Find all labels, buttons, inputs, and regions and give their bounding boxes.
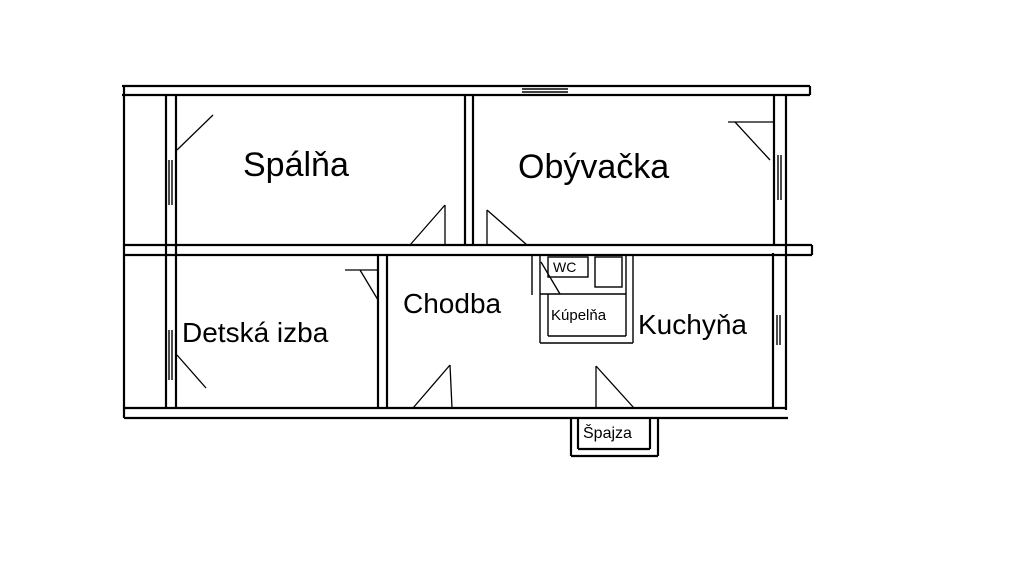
- room-label-kuchyna: Kuchyňa: [638, 309, 747, 340]
- doors: [176, 114, 774, 409]
- room-label-chodba: Chodba: [403, 288, 502, 319]
- room-label-detska-izba: Detská izba: [182, 317, 329, 348]
- outer-walls: [122, 84, 812, 420]
- room-label-wc: WC: [553, 259, 576, 275]
- room-label-spalna: Spálňa: [243, 146, 349, 184]
- interior-walls: [124, 95, 814, 458]
- room-label-spajza: Špajza: [583, 423, 632, 442]
- windows: [168, 88, 782, 380]
- room-label-obyvacka: Obývačka: [518, 148, 669, 186]
- room-label-kupelna: Kúpelňa: [551, 307, 607, 324]
